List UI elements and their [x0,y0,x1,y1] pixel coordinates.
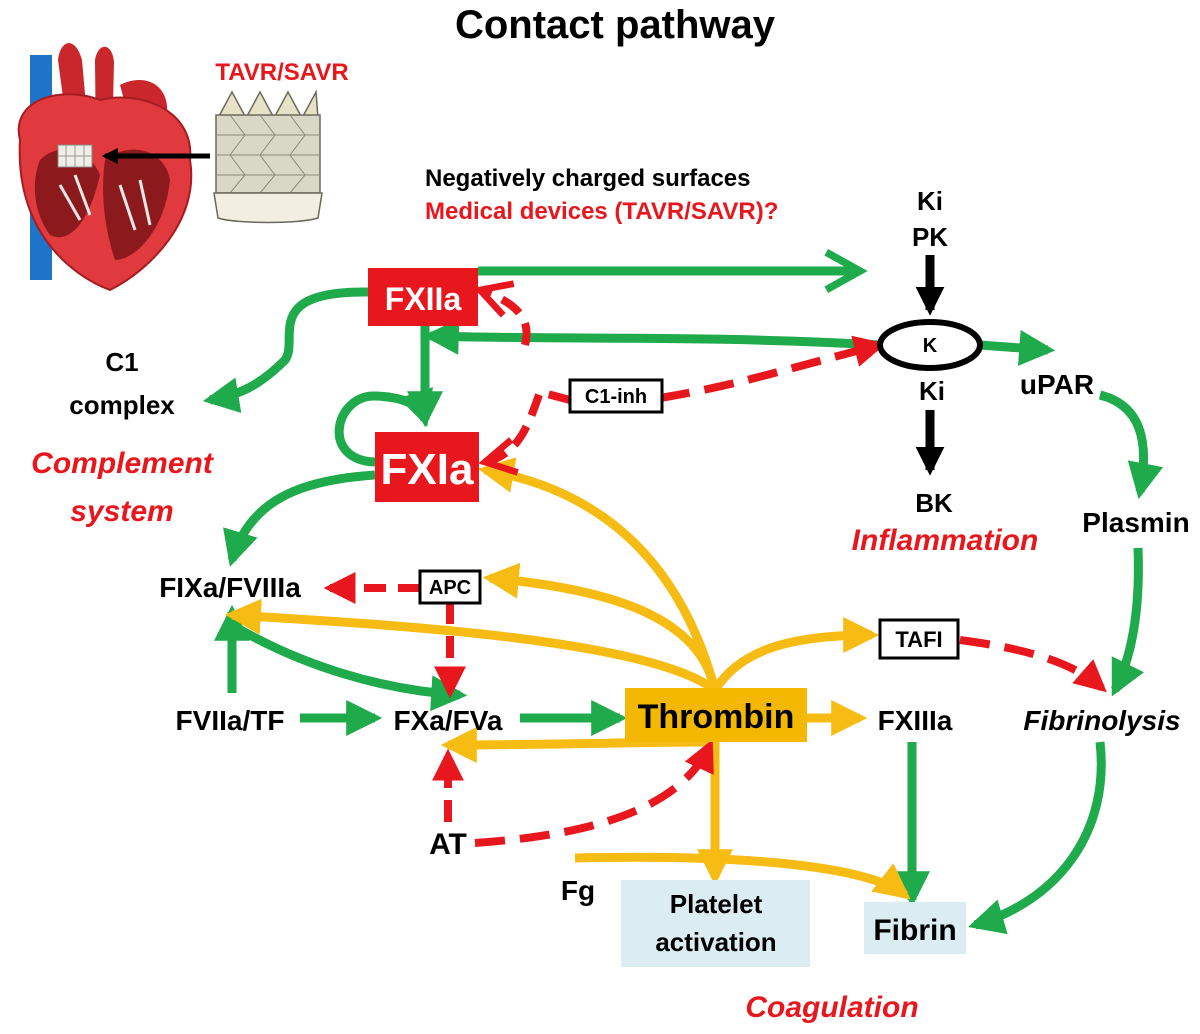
edge-fxia-to-fixa [223,470,376,567]
trigger-medical-devices: Medical devices (TAVR/SAVR)? [425,198,778,225]
pathway-edges [202,255,1164,935]
edge-thrombin-to-tafi [711,617,880,693]
kallikrein-ellipse [877,319,983,371]
inflammation-label: Inflammation [852,524,1039,557]
edge-c1inh-inhibits-kallikrein [659,335,887,402]
platelet-activation-label-line1: Platelet [670,889,763,919]
pk-label: PK [912,222,948,252]
edge-fg-to-fibrin [574,852,911,900]
fxia-label: FXIa [381,445,474,494]
ki-top-label: Ki [917,186,943,216]
fxiia-box [368,268,478,326]
c1-complex-label-line2: complex [69,390,175,420]
apc-label: APC [429,577,471,599]
edge-c1inh-inhibits-fxiia [480,290,531,346]
coagulation-label: Coagulation [745,991,918,1024]
fxa-fva-label: FXa/FVa [394,705,503,736]
edge-thrombin-to-fxa [440,726,711,763]
upar-label: uPAR [1020,369,1094,400]
platelet-activation-box [621,880,810,967]
thrombin-box [625,688,807,742]
bradykinin-label: BK [915,488,953,518]
edge-fibrinolysis-to-fibrin [968,741,1106,935]
edge-thrombin-to-fixa [224,598,718,694]
fixa-fviiia-label: FIXa/FVIIIa [159,572,301,603]
edge-fxia-self-loop [334,386,433,467]
fibrin-box [864,902,966,954]
trigger-negative-surfaces: Negatively charged surfaces [425,165,751,192]
edge-upar-to-plasmin [1098,390,1164,500]
complement-system-label-line2: system [70,495,173,528]
fxiiia-label: FXIIIa [878,705,953,736]
c1-inh-box [568,378,664,414]
fibrinolysis-label: Fibrinolysis [1023,705,1180,736]
apc-box [418,569,482,605]
fxia-box [375,432,479,502]
tafi-label: TAFI [895,627,942,652]
c1-complex-label-line1: C1 [105,347,138,377]
edge-thrombin-to-apc [482,562,720,691]
tafi-box [878,618,960,660]
fviia-tf-label: FVIIa/TF [176,705,285,736]
edge-fixa-to-fxa [229,621,468,712]
platelet-activation-label-line2: activation [655,927,776,957]
fxiia-label: FXIIa [385,281,462,317]
plasmin-label: Plasmin [1082,507,1189,538]
kallikrein-label: K [923,335,938,357]
valve-prosthesis-illustration [213,89,323,224]
edge-kallikrein-to-fxiia [422,318,881,355]
tavr-savr-label: TAVR/SAVR [215,59,348,86]
edge-at-inhibits-thrombin [474,739,714,847]
ki-bottom-label: Ki [919,376,945,406]
edge-kallikrein-to-upar [979,329,1056,366]
heart-illustration [17,43,193,292]
antithrombin-label: AT [429,828,467,861]
edge-thrombin-to-fxia [477,457,720,692]
edge-c1inh-inhibits-fxia [485,387,572,462]
edge-plasmin-to-fibrinolysis [1110,547,1144,697]
fibrin-label: Fibrin [873,914,956,947]
edge-tafi-inhibits-fibrinolysis [959,636,1107,693]
c1-inh-label: C1-inh [585,386,647,408]
thrombin-label: Thrombin [638,698,795,736]
edge-fxiia-to-c1-complex [202,287,371,414]
complement-system-label-line1: Complement [31,447,215,480]
page-title: Contact pathway [455,3,776,47]
fibrinogen-label: Fg [561,875,595,906]
